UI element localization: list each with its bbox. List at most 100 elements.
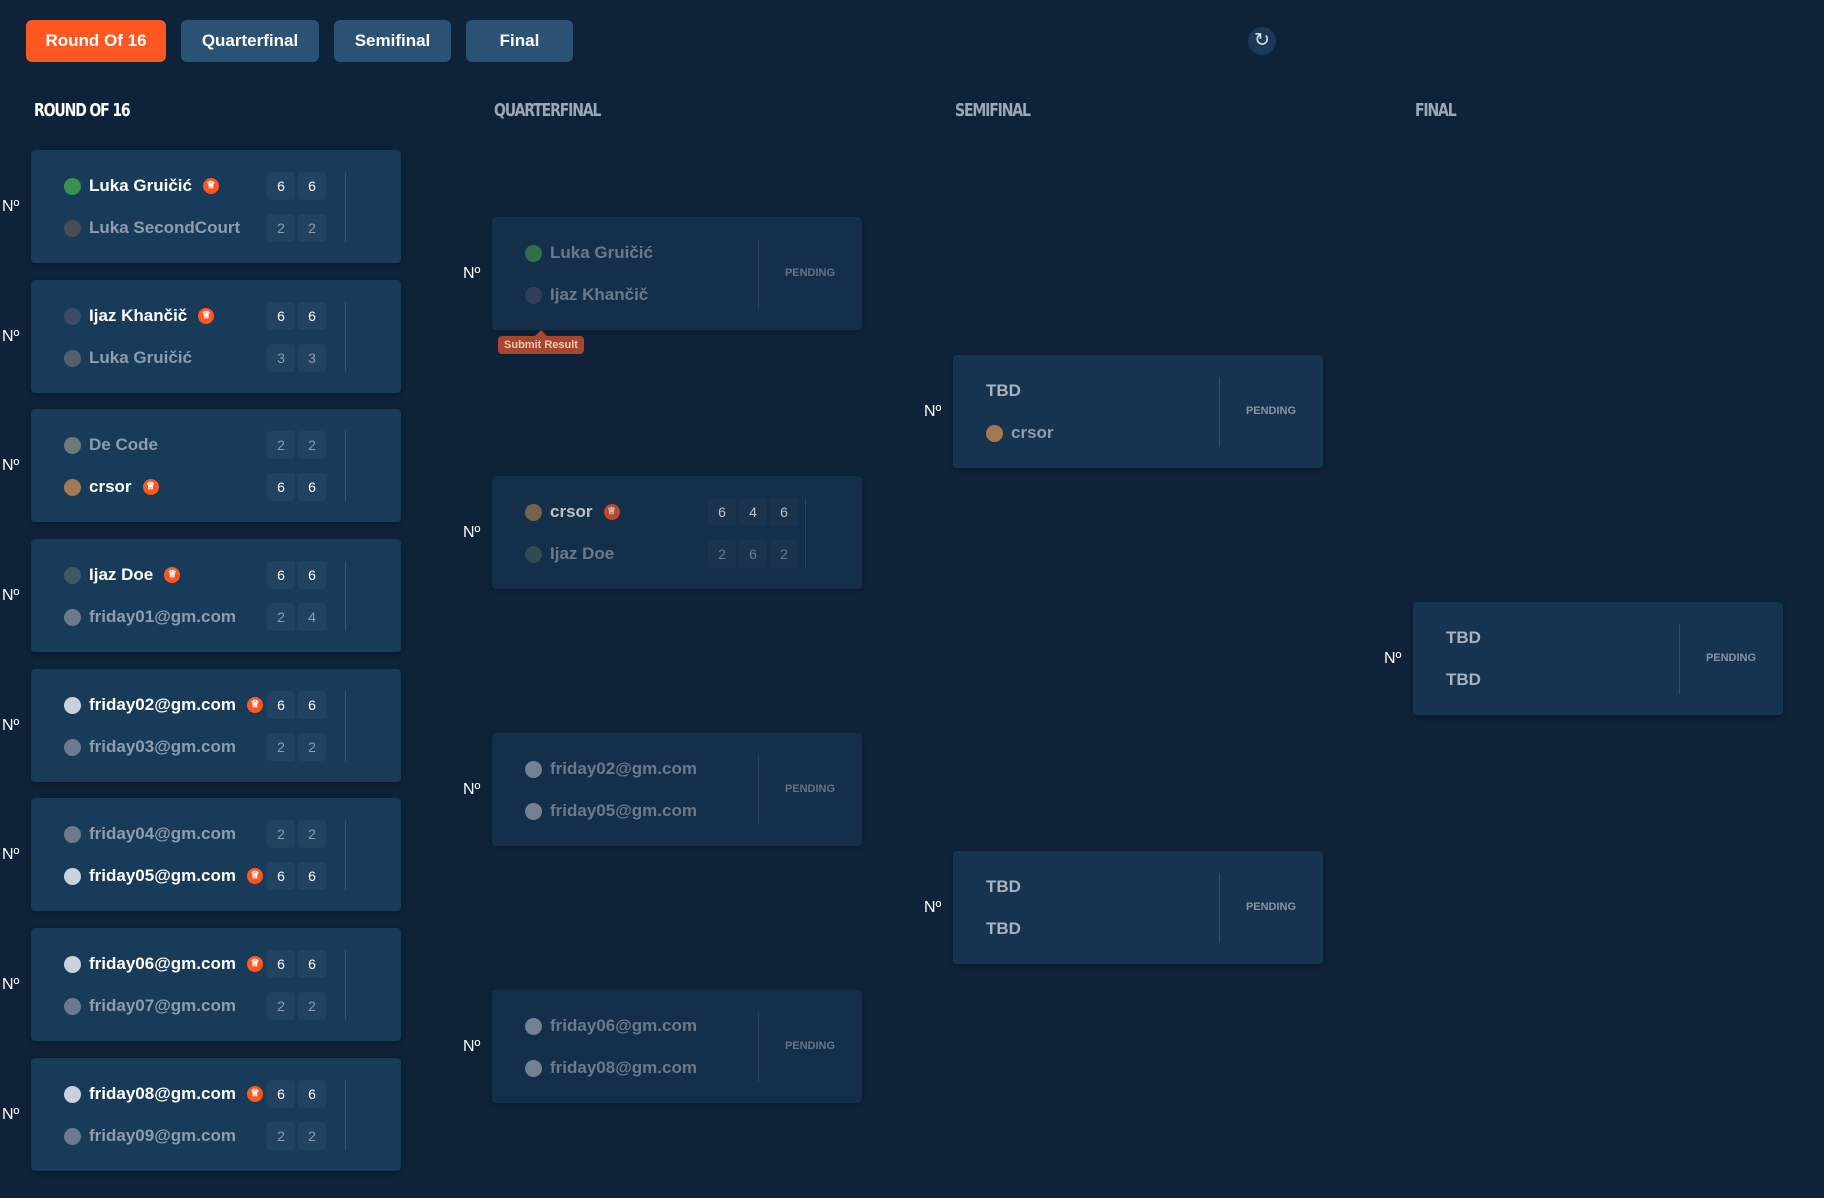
player-name: friday01@gm.com xyxy=(89,607,236,626)
player-name: TBD xyxy=(986,381,1021,400)
tab-final[interactable]: Final xyxy=(466,20,573,62)
set-score: 6 xyxy=(267,172,295,200)
status-pending: PENDING xyxy=(784,1040,836,1052)
player-name: friday07@gm.com xyxy=(89,996,236,1015)
player-name: friday09@gm.com xyxy=(89,1126,236,1145)
divider xyxy=(345,431,346,501)
set-score: 2 xyxy=(267,431,295,459)
player-row: friday09@gm.com xyxy=(64,1122,236,1150)
avatar xyxy=(64,955,81,973)
divider xyxy=(345,302,346,372)
player-name: friday02@gm.com xyxy=(550,759,697,778)
match-number: Nº xyxy=(924,899,942,916)
set-score: 6 xyxy=(739,540,767,568)
divider xyxy=(345,172,346,242)
avatar xyxy=(525,545,542,563)
set-score: 6 xyxy=(298,172,326,200)
avatar xyxy=(986,424,1003,442)
player-row: Luka SecondCourt xyxy=(64,214,240,242)
player-row: Ijaz Khančič♕ xyxy=(64,302,215,330)
avatar xyxy=(64,219,81,237)
player-row: friday04@gm.com xyxy=(64,820,236,848)
player-row: TBD xyxy=(1446,666,1481,694)
player-name: friday06@gm.com xyxy=(550,1016,697,1035)
avatar xyxy=(64,1085,81,1103)
tab-semifinal[interactable]: Semifinal xyxy=(334,20,451,62)
match-number: Nº xyxy=(2,1106,20,1123)
match-card[interactable]: friday02@gm.com friday05@gm.com PENDING xyxy=(492,733,862,846)
refresh-icon[interactable]: ↻ xyxy=(1248,27,1276,55)
submit-result-button[interactable]: Submit Result xyxy=(498,330,584,354)
column-heading-semifinal: SEMIFINAL xyxy=(955,100,1031,121)
player-name: friday08@gm.com xyxy=(550,1058,697,1077)
avatar xyxy=(64,696,81,714)
player-row: TBD xyxy=(986,377,1021,405)
match-number: Nº xyxy=(463,265,481,282)
match-number: Nº xyxy=(2,328,20,345)
player-row: Luka Gruičić♕ xyxy=(64,172,219,200)
set-score: 6 xyxy=(267,473,295,501)
match-number: Nº xyxy=(1384,650,1402,667)
divider xyxy=(758,1012,759,1082)
player-row: friday05@gm.com xyxy=(525,797,697,825)
set-score: 4 xyxy=(739,498,767,526)
match-card[interactable]: friday06@gm.com friday08@gm.com PENDING xyxy=(492,990,862,1103)
set-score: 2 xyxy=(267,603,295,631)
avatar xyxy=(64,177,81,195)
divider xyxy=(345,691,346,761)
trophy-icon: ♕ xyxy=(164,567,181,583)
player-row: TBD xyxy=(986,915,1021,943)
set-score: 6 xyxy=(298,862,326,890)
set-score: 2 xyxy=(298,992,326,1020)
player-name: Ijaz Khančič xyxy=(550,285,649,304)
player-name: TBD xyxy=(986,919,1021,938)
tab-round-of-16[interactable]: Round Of 16 xyxy=(26,20,166,62)
trophy-icon: ♕ xyxy=(202,178,219,194)
match-number: Nº xyxy=(463,781,481,798)
trophy-icon: ♕ xyxy=(198,308,215,324)
set-score: 6 xyxy=(267,1080,295,1108)
set-score: 6 xyxy=(267,950,295,978)
match-number: Nº xyxy=(2,846,20,863)
tab-quarterfinal[interactable]: Quarterfinal xyxy=(181,20,319,62)
avatar xyxy=(64,825,81,843)
player-name: friday03@gm.com xyxy=(89,737,236,756)
player-row: crsor♕ xyxy=(64,473,159,501)
divider xyxy=(805,498,806,568)
set-score: 6 xyxy=(298,473,326,501)
player-name: Luka Gruičić xyxy=(550,243,653,262)
avatar xyxy=(525,802,542,820)
player-row: Ijaz Doe♕ xyxy=(64,561,181,589)
avatar xyxy=(525,244,542,262)
set-score: 3 xyxy=(298,344,326,372)
player-row: friday01@gm.com xyxy=(64,603,236,631)
set-score: 2 xyxy=(267,1122,295,1150)
set-score: 2 xyxy=(267,733,295,761)
player-name: friday04@gm.com xyxy=(89,824,236,843)
avatar xyxy=(64,349,81,367)
player-row: Ijaz Doe xyxy=(525,540,614,568)
divider xyxy=(1219,377,1220,447)
status-pending: PENDING xyxy=(784,783,836,795)
set-score: 2 xyxy=(770,540,798,568)
set-score: 2 xyxy=(298,733,326,761)
set-score: 2 xyxy=(298,1122,326,1150)
player-name: crsor xyxy=(89,477,132,496)
player-name: friday08@gm.com xyxy=(89,1084,236,1103)
match-number: Nº xyxy=(924,403,942,420)
avatar xyxy=(64,1127,81,1145)
avatar xyxy=(525,1017,542,1035)
